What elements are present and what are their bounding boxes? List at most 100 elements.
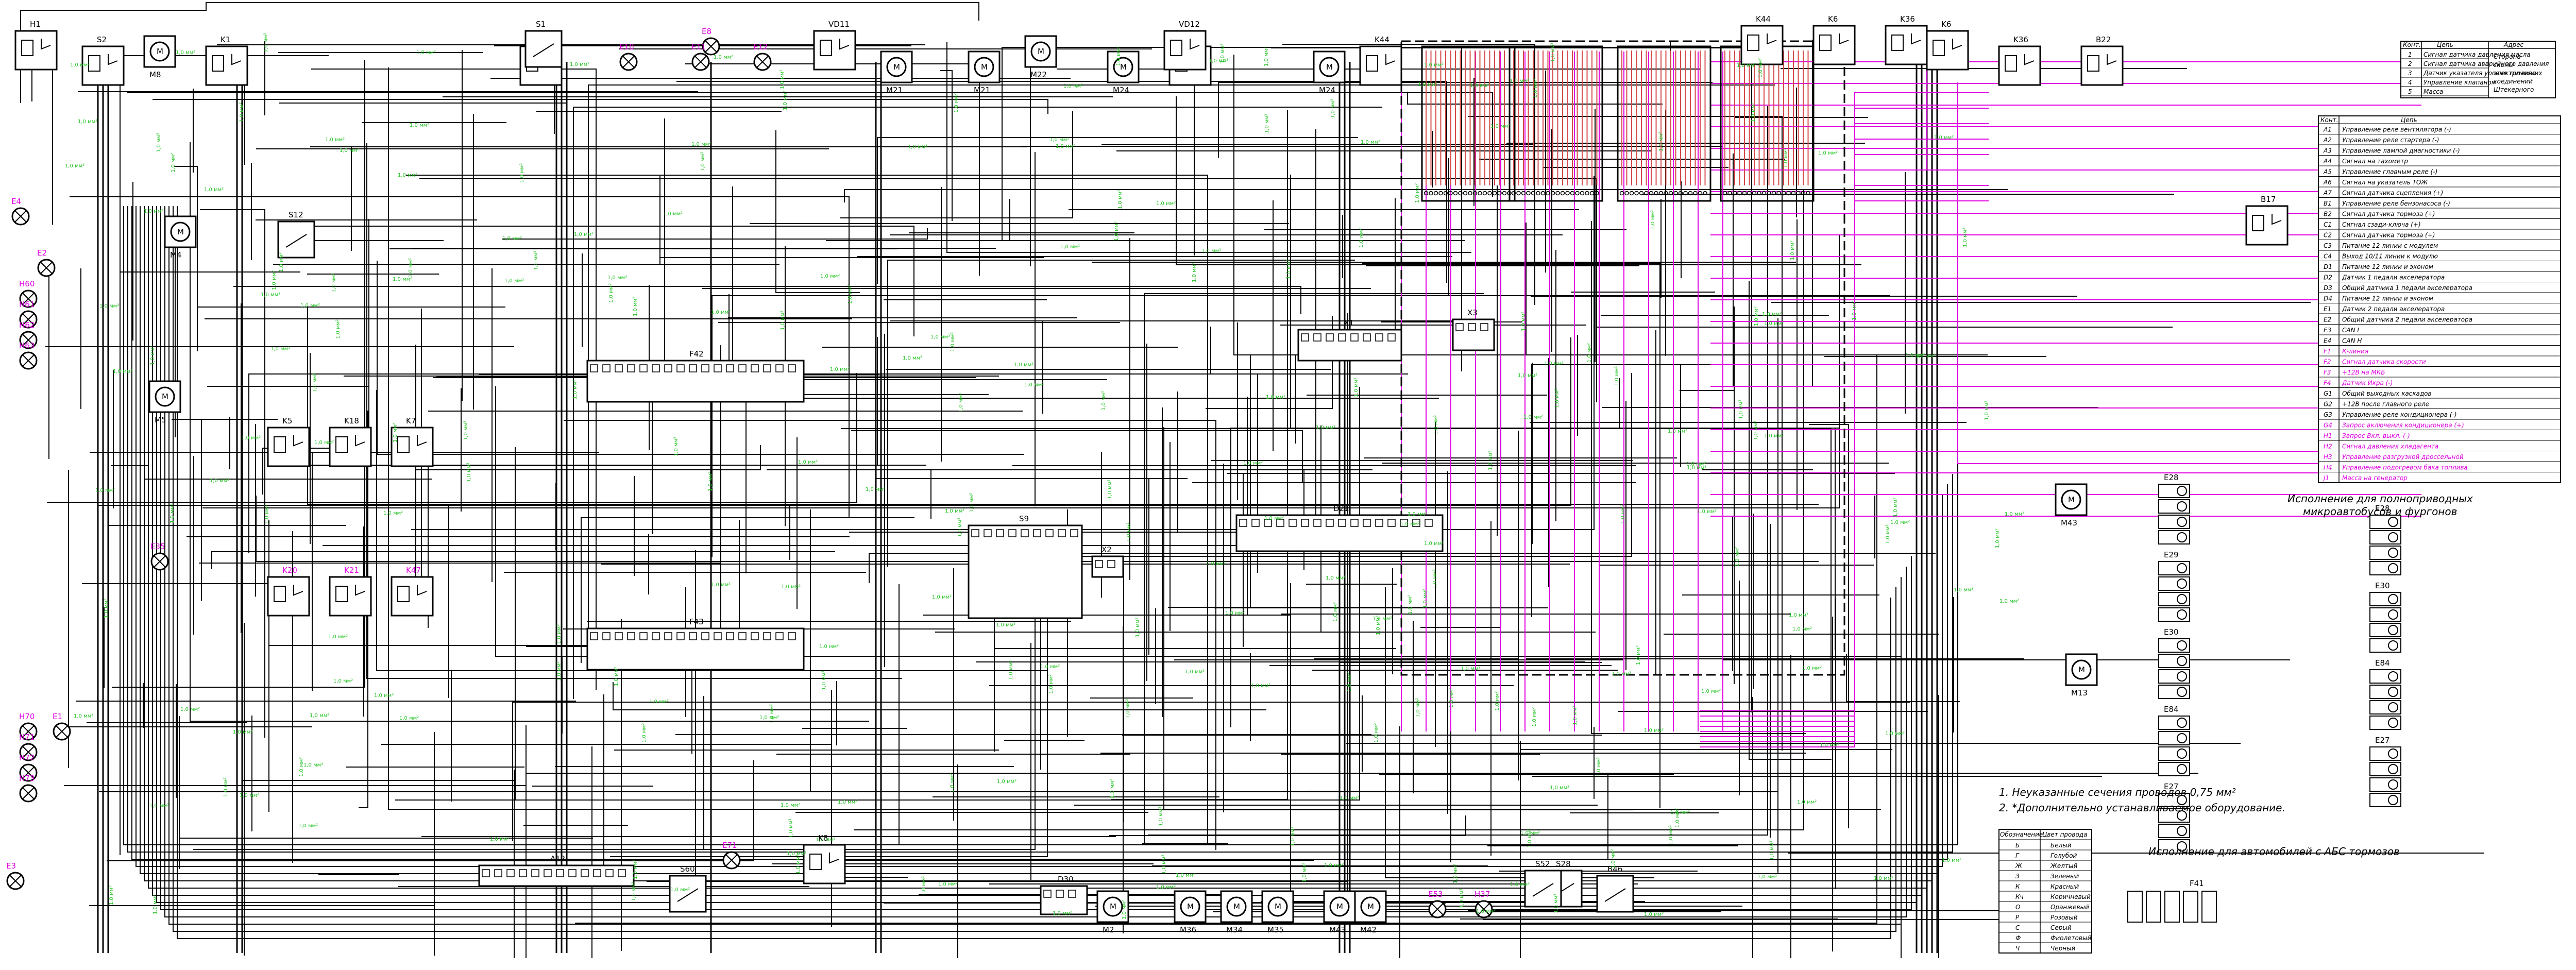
gauge-label: 1,0 мм²: [958, 393, 964, 413]
relay-k36: K36: [1998, 35, 2041, 86]
lamp-cross: [22, 746, 35, 758]
gauge-label: 1,0 мм²: [263, 33, 269, 53]
ecu-pin: [1565, 191, 1570, 196]
gauge-label: 1,0 мм²: [821, 671, 827, 690]
relay-frame: [391, 576, 434, 617]
lamp-h72: H72: [19, 753, 38, 782]
ecu-pin: [1776, 191, 1781, 196]
table-address: Сторона: [2494, 53, 2521, 60]
gauge-label: 1,0 мм²: [2005, 512, 2024, 517]
gauge-label: 1,0 мм²: [303, 762, 323, 768]
table-address: Штекерного: [2494, 86, 2534, 93]
wire-route: [256, 496, 1819, 562]
gauge-label: 1,0 мм²: [1521, 312, 1527, 331]
gauge-label: 1,0 мм²: [504, 278, 524, 284]
motor-body: [2061, 489, 2081, 510]
lamp-symbol: [2177, 656, 2187, 666]
lamp-cross: [56, 725, 68, 738]
gauge-label: 1,0 мм²: [1014, 362, 1033, 368]
table-cell: H4: [2324, 464, 2332, 471]
lamp-box: [2369, 746, 2401, 761]
wire-route: [406, 175, 1208, 843]
relay-frame: [267, 576, 310, 617]
ecu-pin: [1521, 191, 1526, 196]
gauge-label: 1,0 мм²: [997, 779, 1016, 785]
relay-contact: [1767, 33, 1777, 45]
ecu-pin: [1693, 191, 1698, 196]
motor-label: M4: [170, 250, 182, 260]
motor-body: [1113, 57, 1133, 77]
table-cell: Управление разгрузкой дроссельной: [2342, 453, 2464, 461]
gauge-label: 1,0 мм²: [780, 311, 786, 330]
block-x3: X3: [1452, 308, 1495, 351]
block-pin: [544, 869, 552, 877]
gauge-label: 1,0 мм²: [1620, 504, 1626, 524]
gauge-label: 1,0 мм²: [210, 478, 229, 484]
gauge-label: 1,0 мм²: [99, 303, 119, 309]
lamp-box: [2369, 669, 2401, 684]
ecu-pin: [1438, 191, 1443, 196]
table-cell: H1: [2324, 432, 2332, 439]
wire-route: [1163, 427, 1633, 810]
motor-label: M43: [1329, 925, 1346, 934]
lamp-stack-label: E28: [2375, 504, 2390, 513]
gauge-label: 1,0 мм²: [1290, 827, 1296, 846]
block-pin: [1107, 560, 1115, 568]
gauge-label: 1,0 мм²: [1550, 43, 1556, 62]
block-pin: [1058, 529, 1066, 537]
relay-frame: [2245, 205, 2289, 246]
table-cell: К-линия: [2342, 348, 2368, 355]
wire-route: [1282, 44, 1535, 305]
gauge-label: 1,0 мм²: [1114, 222, 1120, 241]
gauge-label: 1,0 мм²: [1432, 569, 1438, 589]
gauge-label: 1,0 мм²: [1251, 683, 1270, 689]
lamp-box: [2369, 623, 2401, 637]
lamp-symbol: [2177, 563, 2187, 573]
harness-loop: [152, 206, 1922, 896]
lamp-stack-label: E27: [2164, 782, 2179, 791]
lamp-stack-alt-e84: E84: [2369, 658, 2401, 730]
gauge-label: 1,0 мм²: [204, 187, 224, 193]
gauge-label: 1,0 мм²: [310, 713, 329, 719]
gauge-label: 1,0 мм²: [1209, 58, 1228, 64]
gauge-label: 1,0 мм²: [1802, 666, 1822, 671]
lamp-cross: [154, 555, 166, 568]
table-cell: Управление лампой диагностики (-): [2342, 147, 2460, 155]
gauge-label: 1,0 мм²: [1415, 698, 1421, 718]
abs-fuse-label: F41: [2190, 879, 2204, 888]
gauge-label: 1,0 мм²: [1769, 841, 1775, 860]
motor-m2: MM2: [1096, 890, 1129, 934]
block-pin: [775, 364, 784, 372]
lamp-box: [2158, 515, 2190, 529]
motor-frame: [1354, 890, 1387, 923]
relay-label: K5: [282, 416, 292, 426]
ecu-pin: [1511, 191, 1516, 196]
block-pin: [738, 364, 747, 372]
lamp-cross: [705, 40, 717, 53]
gauge-label: 1,0 мм²: [463, 421, 469, 440]
lamp-h73: H73: [19, 774, 38, 803]
wire-gauge-labels: 1,0 мм² 1,0 мм² 1,0 мм² 1,0 мм² 1,0 мм² 1,0 м…: [65, 33, 2024, 920]
block-label: X3: [1467, 308, 1478, 317]
gauge-label: 1,0 мм²: [708, 472, 714, 491]
harness-loop: [131, 206, 1948, 860]
table-cell: Управление реле кондиционера (-): [2342, 411, 2457, 418]
block-pin: [494, 869, 502, 877]
block-frame: [968, 524, 1083, 619]
gauge-label: 1,0 мм²: [921, 876, 927, 896]
table-cell: Фиолетовый: [2050, 934, 2091, 942]
block-frame: [1040, 885, 1088, 915]
lamp-cross: [22, 293, 35, 305]
gauge-label: 1,0 мм²: [1374, 723, 1379, 743]
relay-label: S2: [97, 35, 107, 44]
table-address: электрических: [2494, 70, 2543, 77]
lamp-label: E12: [753, 42, 768, 52]
ecu-pin: [1555, 191, 1560, 196]
relay-label: B17: [2261, 195, 2276, 204]
relay-frame: [14, 30, 58, 71]
ecu-pin: [1531, 191, 1536, 196]
gauge-label: 1,0 мм²: [607, 275, 627, 281]
motor-symbol: M: [1367, 902, 1374, 911]
table-cell: H2: [2324, 443, 2332, 450]
